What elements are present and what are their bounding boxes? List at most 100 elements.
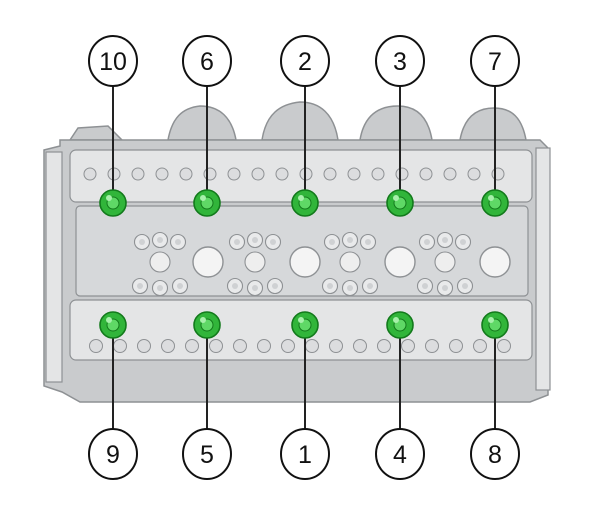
bolt-8 <box>481 311 509 339</box>
bolt-5 <box>193 311 221 339</box>
valve-bore-center <box>175 239 181 245</box>
callout-9: 9 <box>88 428 138 480</box>
valve-bore-center <box>365 239 371 245</box>
port-holes <box>192 246 511 278</box>
valve-bore-center <box>347 237 353 243</box>
callout-3: 3 <box>375 35 425 87</box>
callout-circle <box>470 35 520 87</box>
lower-rail-boss <box>185 339 199 353</box>
valve-bores <box>131 231 474 297</box>
bolt-highlight <box>488 317 494 323</box>
callout-number: 3 <box>393 48 407 76</box>
lower-rail-boss <box>257 339 271 353</box>
callout-circles: 10 6 2 3 7 9 5 1 4 8 <box>88 35 520 480</box>
bolt-7 <box>481 189 509 217</box>
valve-bore-center <box>157 237 163 243</box>
callout-circle <box>182 428 232 480</box>
callout-number: 1 <box>298 441 312 469</box>
upper-rail-boss <box>467 167 481 181</box>
valve-bore-center <box>139 239 145 245</box>
bolt-highlight <box>106 317 112 323</box>
upper-rail-boss <box>275 167 289 181</box>
upper-rail-boss <box>347 167 361 181</box>
valve-bore-center <box>177 283 183 289</box>
valve-bore-center <box>367 283 373 289</box>
lower-rail-boss <box>473 339 487 353</box>
callout-number: 8 <box>488 441 502 469</box>
callout-1: 1 <box>280 428 330 480</box>
valve-bore-center <box>462 283 468 289</box>
callout-circle <box>470 428 520 480</box>
valve-bore-center <box>442 237 448 243</box>
bolt-9 <box>99 311 127 339</box>
bolt-highlight <box>298 195 304 201</box>
callout-circle <box>88 428 138 480</box>
callout-number: 5 <box>200 441 214 469</box>
rail-bosses <box>83 167 511 353</box>
bolts <box>99 189 509 339</box>
lower-rail-boss <box>425 339 439 353</box>
lower-rail-boss <box>449 339 463 353</box>
lower-rail-boss <box>89 339 103 353</box>
upper-rail-boss <box>323 167 337 181</box>
injector-bore <box>339 251 361 273</box>
callout-number: 10 <box>99 48 127 76</box>
valve-bore-center <box>442 285 448 291</box>
port-hole <box>192 246 224 278</box>
valve-bore-center <box>252 237 258 243</box>
callout-number: 9 <box>106 441 120 469</box>
upper-rail-boss <box>227 167 241 181</box>
callout-circle <box>88 35 138 87</box>
bolt-1 <box>291 311 319 339</box>
callout-7: 7 <box>470 35 520 87</box>
upper-rail-boss <box>371 167 385 181</box>
upper-rail-boss <box>179 167 193 181</box>
injector-bore <box>244 251 266 273</box>
callout-5: 5 <box>182 428 232 480</box>
upper-rail-boss <box>203 167 217 181</box>
bolt-highlight <box>488 195 494 201</box>
callout-circle <box>375 428 425 480</box>
bolt-4 <box>386 311 414 339</box>
lower-rail-boss <box>161 339 175 353</box>
cylinder-head <box>43 101 551 403</box>
valve-bore-center <box>347 285 353 291</box>
bolt-2 <box>291 189 319 217</box>
callout-4: 4 <box>375 428 425 480</box>
bolt-highlight <box>106 195 112 201</box>
valve-bore-center <box>327 283 333 289</box>
lower-rail-boss <box>113 339 127 353</box>
head-right-flange <box>535 147 551 391</box>
bolt-highlight <box>393 195 399 201</box>
valve-bore-center <box>234 239 240 245</box>
bolt-highlight <box>200 195 206 201</box>
port-hole <box>384 246 416 278</box>
port-hole <box>289 246 321 278</box>
callout-2: 2 <box>280 35 330 87</box>
callout-number: 6 <box>200 48 214 76</box>
callout-number: 2 <box>298 48 312 76</box>
valve-bore-center <box>329 239 335 245</box>
callout-10: 10 <box>88 35 138 87</box>
valve-bore-center <box>424 239 430 245</box>
upper-rail-boss <box>443 167 457 181</box>
callout-number: 7 <box>488 48 502 76</box>
bolt-10 <box>99 189 127 217</box>
upper-rail-boss <box>251 167 265 181</box>
injector-bore <box>434 251 456 273</box>
upper-rail-boss <box>395 167 409 181</box>
lower-rail-boss <box>377 339 391 353</box>
valve-bore-center <box>232 283 238 289</box>
bolt-highlight <box>393 317 399 323</box>
injector-bore <box>149 251 171 273</box>
callout-circle <box>280 428 330 480</box>
callout-circle <box>280 35 330 87</box>
valve-bore-center <box>252 285 258 291</box>
upper-rail-boss <box>419 167 433 181</box>
port-hole <box>479 246 511 278</box>
callout-circle <box>182 35 232 87</box>
lower-rail-boss <box>353 339 367 353</box>
bolt-3 <box>386 189 414 217</box>
valve-bore-center <box>270 239 276 245</box>
upper-rail-boss <box>155 167 169 181</box>
